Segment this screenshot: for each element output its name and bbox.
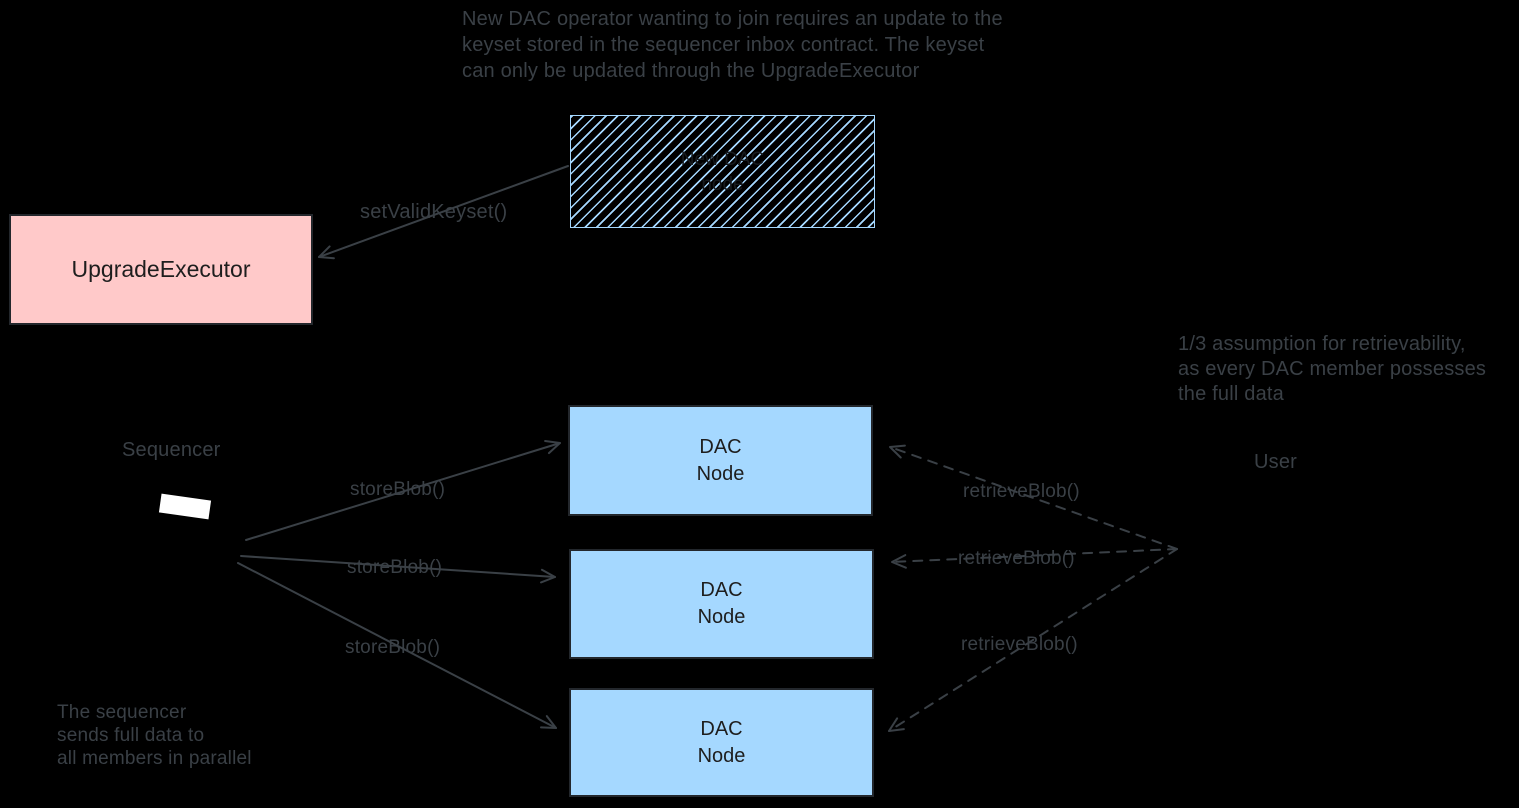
keyset-note: New DAC operator wanting to join require… bbox=[462, 6, 1003, 84]
new-dac-node-box: New DAC node bbox=[570, 115, 875, 228]
retrieve-blob-label-3: retrieveBlob() bbox=[961, 634, 1078, 655]
arrow-store-blob-3 bbox=[237, 562, 557, 729]
retrieve-blob-label-2: retrieveBlob() bbox=[958, 548, 1075, 569]
keyset-note-line: can only be updated through the UpgradeE… bbox=[462, 60, 920, 82]
dac-node-box-1: DAC Node bbox=[568, 405, 873, 516]
store-blob-label-3: storeBlob() bbox=[345, 637, 441, 658]
user-label: User bbox=[1254, 451, 1298, 473]
parallel-note-line: sends full data to bbox=[57, 725, 205, 746]
arrow-retrieve-blob-1 bbox=[889, 444, 1178, 550]
new-dac-node-label-line2: node bbox=[701, 173, 744, 195]
store-blob-label-1: storeBlob() bbox=[350, 479, 446, 500]
set-valid-keyset-label: setValidKeyset() bbox=[360, 201, 508, 223]
retrievability-note-line: as every DAC member possesses bbox=[1178, 358, 1487, 380]
retrievability-note: 1/3 assumption for retrievability, as ev… bbox=[1178, 332, 1486, 407]
retrievability-note-line: 1/3 assumption for retrievability, bbox=[1178, 333, 1466, 355]
upgrade-executor-box: UpgradeExecutor bbox=[9, 214, 313, 325]
dac-node-label-line1: DAC bbox=[699, 435, 742, 458]
arrow-retrieve-blob-3 bbox=[888, 548, 1178, 732]
upgrade-executor-label: UpgradeExecutor bbox=[71, 256, 251, 282]
new-dac-node-label-line1: New DAC bbox=[680, 148, 765, 170]
dac-node-label-line1: DAC bbox=[700, 717, 743, 740]
keyset-note-line: New DAC operator wanting to join require… bbox=[462, 8, 1003, 30]
parallel-note-line: The sequencer bbox=[57, 702, 187, 723]
keyset-note-line: keyset stored in the sequencer inbox con… bbox=[462, 34, 985, 56]
dac-node-label-line1: DAC bbox=[700, 579, 743, 601]
store-blob-label-2: storeBlob() bbox=[347, 557, 443, 578]
dac-node-label-line2: Node bbox=[697, 744, 746, 767]
dac-node-box-2: DAC Node bbox=[569, 549, 874, 659]
arrow-retrieve-blob-2 bbox=[891, 548, 1178, 569]
dac-node-box-3: DAC Node bbox=[569, 688, 874, 797]
arrow-store-blob-2 bbox=[240, 555, 556, 584]
sequencer-label: Sequencer bbox=[122, 439, 221, 461]
retrieve-blob-label-1: retrieveBlob() bbox=[963, 481, 1080, 502]
retrievability-note-line: the full data bbox=[1178, 383, 1285, 405]
dac-node-label-line2: Node bbox=[696, 462, 745, 485]
parallel-note: The sequencer sends full data to all mem… bbox=[57, 701, 252, 770]
parallel-note-line: all members in parallel bbox=[57, 748, 252, 769]
arrow-set-valid-keyset bbox=[318, 165, 569, 260]
dac-node-label-line2: Node bbox=[697, 606, 746, 628]
arrow-store-blob-1 bbox=[245, 440, 561, 541]
